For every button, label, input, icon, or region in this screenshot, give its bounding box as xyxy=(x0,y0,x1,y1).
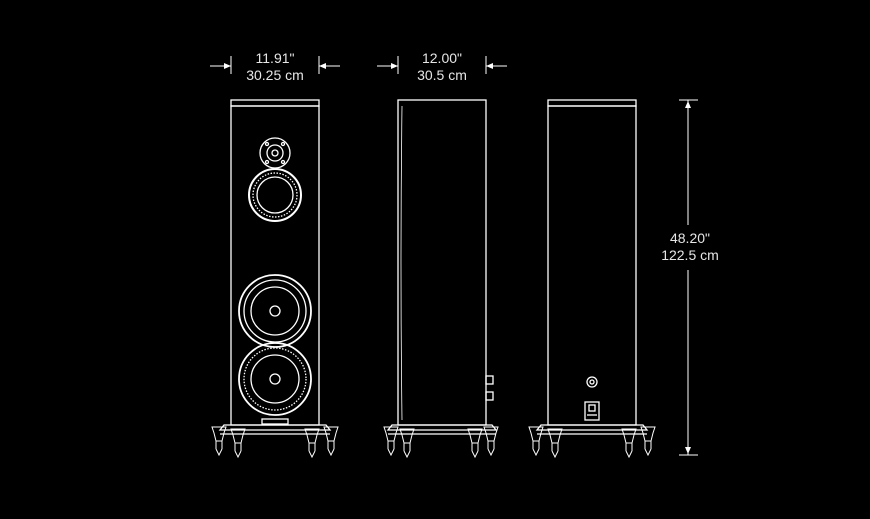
height-imperial: 48.20" xyxy=(669,230,710,246)
front-width-metric: 30.25 cm xyxy=(246,67,304,83)
rear-terminals xyxy=(584,376,600,421)
front-plinth xyxy=(218,424,332,431)
front-badge xyxy=(261,418,289,425)
height-dimension-line xyxy=(679,99,698,456)
woofer-upper xyxy=(238,274,312,348)
side-cabinet xyxy=(397,99,487,426)
side-edge-curve xyxy=(400,105,403,421)
height-label: 48.20" 122.5 cm xyxy=(652,230,728,264)
side-plinth xyxy=(386,424,498,431)
side-depth-imperial: 12.00" xyxy=(421,50,462,66)
side-foot-right xyxy=(483,426,499,456)
rear-foot-right xyxy=(640,426,656,456)
side-terminal-lower xyxy=(485,391,494,401)
rear-plinth xyxy=(535,424,649,431)
midrange-driver xyxy=(248,168,302,222)
tweeter xyxy=(259,137,291,169)
front-top-cap xyxy=(230,99,320,107)
woofer-lower xyxy=(238,342,312,416)
side-depth-dimension-line xyxy=(377,56,507,74)
side-terminal-upper xyxy=(485,375,494,385)
rear-foot-inner-left xyxy=(547,428,563,458)
front-foot-left xyxy=(211,426,227,456)
front-foot-inner-left xyxy=(230,428,246,458)
height-metric: 122.5 cm xyxy=(661,247,719,263)
front-foot-right xyxy=(323,426,339,456)
side-depth-metric: 30.5 cm xyxy=(417,67,467,83)
side-foot-left xyxy=(383,426,399,456)
front-width-label: 11.91" 30.25 cm xyxy=(229,50,321,84)
side-view xyxy=(383,99,499,458)
rear-view xyxy=(528,99,656,458)
side-foot-inner-right xyxy=(467,428,483,458)
side-depth-label: 12.00" 30.5 cm xyxy=(396,50,488,84)
rear-foot-left xyxy=(528,426,544,456)
front-width-dimension-line xyxy=(210,56,340,74)
front-foot-inner-right xyxy=(304,428,320,458)
front-width-imperial: 11.91" xyxy=(255,50,295,66)
side-foot-inner-left xyxy=(399,428,415,458)
rear-foot-inner-right xyxy=(621,428,637,458)
front-view xyxy=(211,99,339,458)
rear-top-cap xyxy=(547,99,637,107)
